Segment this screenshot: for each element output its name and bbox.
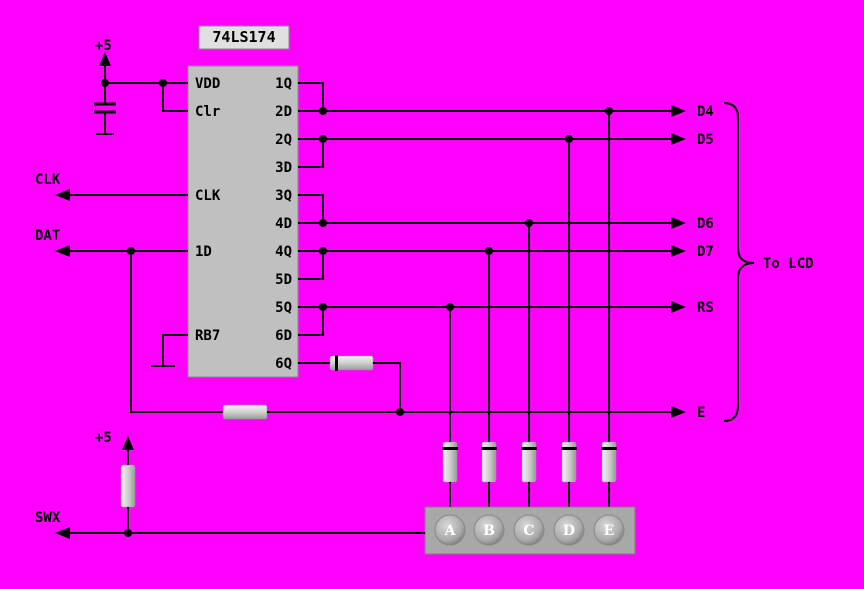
resistor-icon [120, 464, 136, 508]
chip-74ls174: 74LS174 VDD Clr CLK 1D RB7 1Q 2D 2Q 3D 3… [187, 25, 299, 378]
diode-icon [601, 441, 617, 483]
wire-4q-5d [298, 251, 324, 280]
switch-button-e[interactable]: E [593, 514, 625, 546]
pin-label-1q: 1Q [275, 76, 292, 92]
arrow-right-icon [671, 301, 686, 313]
diode-icon [329, 355, 374, 371]
button-label-e: E [604, 523, 615, 539]
pin-label-5d: 5D [275, 272, 292, 288]
junction-dot [319, 247, 327, 255]
power-arrow-top-icon [99, 52, 111, 66]
pin-label-6d: 6D [275, 328, 292, 344]
junction-dot [446, 303, 454, 311]
chip-part-label-box [198, 25, 290, 50]
pin-label-5q: 5Q [275, 300, 292, 316]
pin-label-2q: 2Q [275, 132, 292, 148]
pin-label-4d: 4D [275, 216, 292, 232]
to-lcd-bracket: To LCD [723, 102, 814, 422]
capacitor-icon [94, 102, 116, 114]
top-power-section: +5 [94, 38, 188, 135]
clk-signal: CLK [35, 172, 188, 201]
wire-3q-4d [298, 194, 324, 223]
arrow-left-icon [55, 189, 70, 201]
pin-label-vdd: VDD [195, 76, 220, 92]
wire-rb7 [162, 334, 188, 366]
pin-label-3d: 3D [275, 160, 292, 176]
diode-icon [521, 441, 537, 483]
diode-icon [481, 441, 497, 483]
junction-dot [396, 408, 404, 416]
wire-1q-2d [298, 82, 324, 111]
button-label-c: C [523, 523, 534, 539]
output-label-d6: D6 [697, 216, 714, 232]
pin-label-clr: Clr [195, 104, 220, 120]
power-arrow-bottom-icon [122, 436, 134, 450]
junction-dot [319, 135, 327, 143]
output-label-d4: D4 [697, 104, 714, 120]
switch-button-c[interactable]: C [513, 514, 545, 546]
brace-icon [723, 102, 755, 422]
button-label-b: B [483, 523, 495, 539]
pin-label-6q: 6Q [275, 356, 292, 372]
dat-signal: DAT [35, 228, 676, 420]
output-label-d7: D7 [697, 244, 714, 260]
arrow-right-icon [671, 133, 686, 145]
junction-dot [159, 79, 167, 87]
switch-button-d[interactable]: D [553, 514, 585, 546]
pin-label-clk: CLK [195, 188, 221, 204]
junction-dot [525, 219, 533, 227]
junction-dot [485, 247, 493, 255]
junction-dot [319, 303, 327, 311]
switch-network: A B C D E [424, 107, 636, 555]
signal-label-dat: DAT [35, 228, 60, 244]
power-label-top: +5 [95, 38, 112, 54]
arrow-right-icon [671, 245, 686, 257]
junction-dot [319, 219, 327, 227]
pin-label-rb7: RB7 [195, 328, 220, 344]
button-label-a: A [444, 523, 457, 539]
arrow-right-icon [671, 406, 686, 418]
swx-signal: +5 SWX [35, 430, 425, 539]
output-label-rs: RS [697, 300, 714, 316]
signal-label-clk: CLK [35, 172, 61, 188]
wire-clr [162, 83, 188, 112]
diode-icon [442, 441, 458, 483]
arrow-right-icon [671, 217, 686, 229]
power-label-bottom: +5 [95, 430, 112, 446]
pin-label-4q: 4Q [275, 244, 292, 260]
output-label-d5: D5 [697, 132, 714, 148]
button-label-d: D [563, 523, 575, 539]
pin-label-2d: 2D [275, 104, 292, 120]
switch-button-b[interactable]: B [473, 514, 505, 546]
arrow-left-icon [55, 245, 70, 257]
arrow-left-icon [55, 527, 70, 539]
pin-label-1d: 1D [195, 244, 212, 260]
junction-dot [124, 529, 132, 537]
diode-icon [561, 441, 577, 483]
output-label-e: E [697, 405, 705, 421]
junction-dot [319, 107, 327, 115]
signal-label-swx: SWX [35, 510, 61, 526]
rb7-ground [151, 334, 188, 367]
bracket-label: To LCD [763, 256, 814, 272]
switch-button-a[interactable]: A [434, 514, 466, 546]
junction-dot [565, 135, 573, 143]
chip-body [187, 65, 299, 378]
wire-6q-to-e [373, 362, 401, 412]
junction-dot [101, 79, 109, 87]
wire-5q-6d [298, 307, 324, 336]
junction-dot [605, 107, 613, 115]
chip-part-number: 74LS174 [212, 28, 275, 46]
wire-dat-to-e [130, 251, 223, 413]
resistor-icon [222, 404, 268, 420]
wire-2q-3d [298, 139, 324, 168]
pin-label-3q: 3Q [275, 188, 292, 204]
arrow-right-icon [671, 105, 686, 117]
output-arrows: D4 D5 D6 D7 RS E [671, 104, 714, 421]
